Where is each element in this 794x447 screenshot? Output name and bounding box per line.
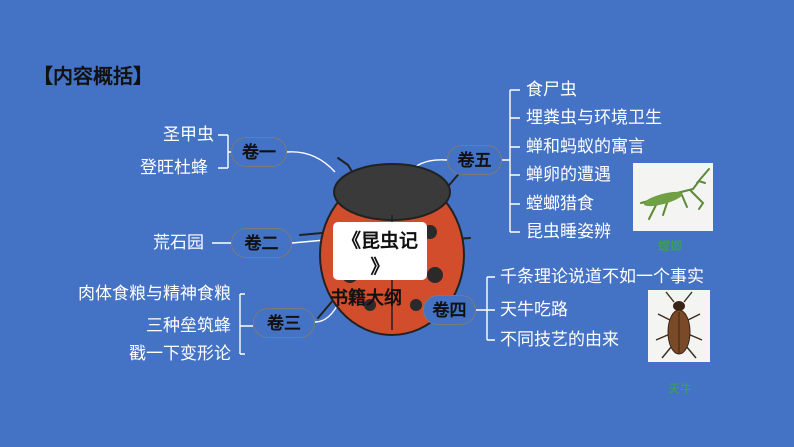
book-title-line2: 》 (370, 256, 390, 278)
mantis-caption: 螳螂 (658, 239, 683, 253)
longhorn-caption: 天牛 (668, 382, 693, 396)
vol3-bracket (239, 293, 253, 355)
book-subtitle: 书籍大纲 (330, 288, 402, 309)
vol1-item-2: 登旺杜蜂 (140, 158, 208, 178)
vol1-bracket (218, 134, 231, 169)
vol4-bracket (476, 276, 495, 341)
vol2-link (291, 239, 326, 244)
beetle-icon (655, 291, 703, 359)
vol1-link (286, 151, 336, 173)
vol5-bracket (502, 89, 520, 233)
mantis-icon (640, 168, 710, 220)
volume-1-label: 卷一 (231, 137, 287, 167)
vol3-item-3: 戳一下变形论 (129, 344, 231, 364)
vol4-item-1: 千条理论说道不如一个事实 (500, 267, 704, 287)
volume-3-label: 卷三 (253, 308, 315, 338)
vol1-item-1: 圣甲虫 (163, 125, 214, 145)
section-heading: 【内容概括】 (33, 64, 153, 88)
vol5-item-1: 食尸虫 (526, 80, 577, 100)
vol4-item-3: 不同技艺的由来 (500, 330, 619, 350)
vol2-item-1: 荒石园 (153, 233, 204, 253)
book-title-card: 《昆虫记 》 (333, 222, 427, 280)
ladybug-head (333, 163, 451, 221)
vol5-item-5: 螳螂猎食 (526, 194, 594, 214)
volume-2-label: 卷二 (231, 228, 292, 258)
vol3-item-2: 三种垒筑蜂 (146, 316, 231, 336)
vol4-item-2: 天牛吃路 (500, 300, 568, 320)
volume-4-label: 卷四 (423, 295, 476, 325)
vol5-item-2: 埋粪虫与环境卫生 (526, 108, 662, 128)
vol5-item-4: 蝉卵的遭遇 (526, 165, 611, 185)
volume-5-label: 卷五 (447, 145, 502, 175)
book-title-line1: 《昆虫记 (341, 230, 418, 252)
longhorn-beetle-image (648, 290, 710, 362)
vol5-item-3: 蝉和蚂蚁的寓言 (526, 137, 645, 157)
mantis-image (633, 163, 713, 231)
vol5-item-6: 昆虫睡姿辨 (526, 222, 611, 242)
vol3-item-1: 肉体食粮与精神食粮 (78, 284, 231, 304)
